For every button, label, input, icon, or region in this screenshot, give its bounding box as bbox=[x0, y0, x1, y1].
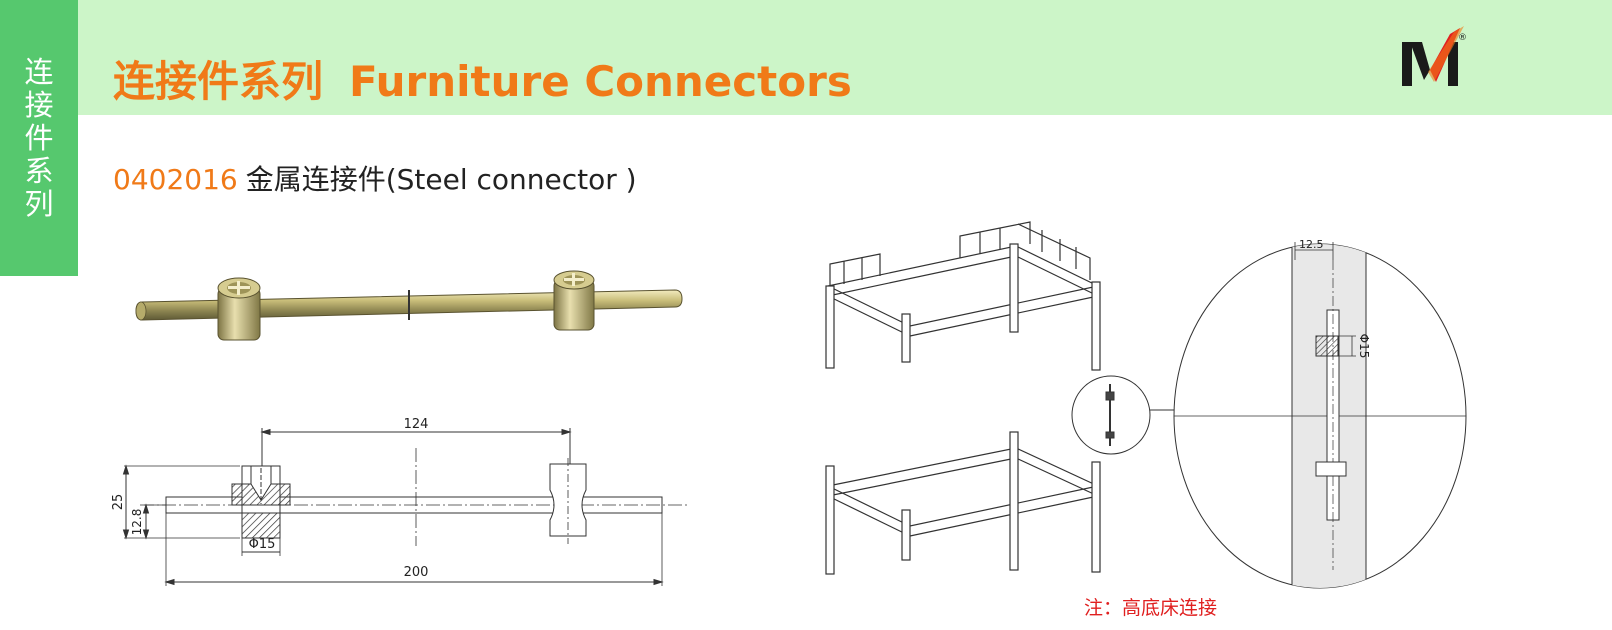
page-title-cn: 连接件系列 bbox=[113, 57, 324, 106]
barrel-left bbox=[217, 277, 261, 341]
logo-registered-mark: ® bbox=[1458, 33, 1467, 43]
dim-12-8-label: 12.8 bbox=[130, 509, 144, 536]
detail-dim-phi15-label: Φ15 bbox=[1357, 334, 1371, 359]
logo-mark-text: M bbox=[1400, 24, 1401, 25]
note-text: 注：高底床连接 bbox=[1084, 597, 1218, 619]
dim-124-label: 124 bbox=[404, 418, 429, 432]
detail-dim-12-5-label: 12.5 bbox=[1299, 240, 1324, 251]
header-band bbox=[0, 0, 1612, 115]
page-title-en: Furniture Connectors bbox=[349, 57, 852, 106]
bed-illustration-bottom bbox=[825, 431, 1101, 575]
connector-detail-large: 12.5 Φ15 bbox=[1173, 240, 1467, 589]
dim-phi15-label: Φ15 bbox=[249, 537, 276, 552]
product-name: 金属连接件(Steel connector ) bbox=[245, 163, 637, 196]
page-title: 连接件系列 Furniture Connectors bbox=[113, 48, 852, 109]
side-tab-char: 件 bbox=[24, 120, 54, 155]
product-photo bbox=[135, 270, 683, 341]
bed-illustration-top bbox=[825, 221, 1101, 371]
dim-200-label: 200 bbox=[404, 565, 429, 580]
side-tab-char: 连 bbox=[24, 54, 54, 89]
side-tab-char: 系 bbox=[24, 153, 54, 188]
side-tab: 连 接 件 系 列 bbox=[0, 0, 78, 276]
dim-25-label: 25 bbox=[111, 494, 126, 511]
connector-detail-small bbox=[1071, 375, 1152, 455]
product-code: 0402016 bbox=[113, 163, 238, 196]
side-tab-char: 接 bbox=[24, 87, 54, 122]
brand-logo: ® M bbox=[1400, 24, 1467, 86]
technical-drawing: 124 25 12.8 Φ15 200 bbox=[111, 418, 690, 586]
side-tab-char: 列 bbox=[24, 186, 54, 221]
barrel-right bbox=[553, 270, 595, 331]
